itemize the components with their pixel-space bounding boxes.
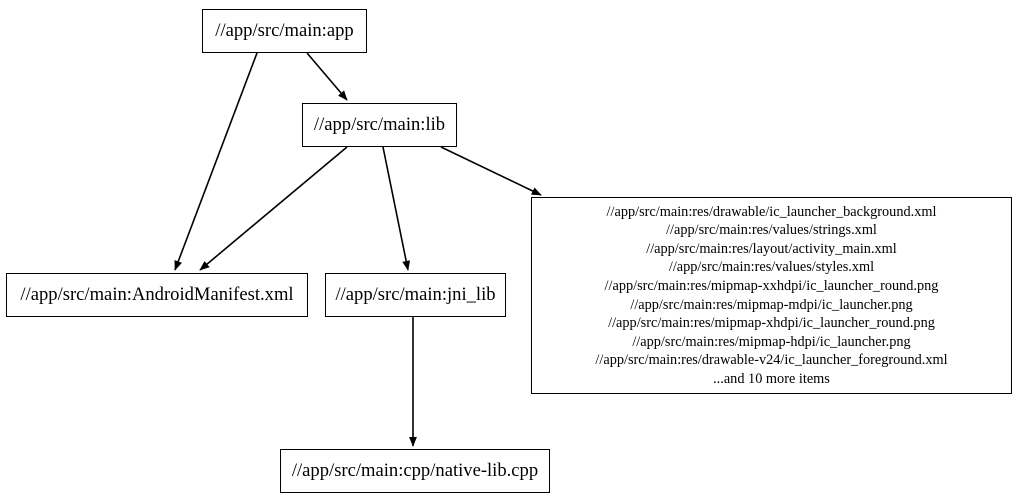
graph-node-android-manifest-label: //app/src/main:AndroidManifest.xml — [20, 283, 294, 305]
graph-node-lib[interactable]: //app/src/main:lib — [302, 103, 457, 147]
graph-node-android-manifest[interactable]: //app/src/main:AndroidManifest.xml — [6, 273, 308, 317]
graph-node-resources[interactable]: //app/src/main:res/drawable/ic_launcher_… — [531, 197, 1012, 394]
graph-node-native-lib-cpp-label: //app/src/main:cpp/native-lib.cpp — [291, 459, 539, 481]
graph-node-app-label: //app/src/main:app — [215, 19, 354, 41]
graph-node-app[interactable]: //app/src/main:app — [202, 9, 367, 53]
graph-node-jni-lib-label: //app/src/main:jni_lib — [335, 283, 496, 305]
graph-node-lib-label: //app/src/main:lib — [313, 113, 446, 135]
graph-node-resources-label: //app/src/main:res/drawable/ic_launcher_… — [595, 203, 948, 387]
edge-lib-to-jni-lib — [382, 146, 411, 271]
graph-node-jni-lib[interactable]: //app/src/main:jni_lib — [325, 273, 506, 317]
graph-node-native-lib-cpp[interactable]: //app/src/main:cpp/native-lib.cpp — [280, 449, 550, 493]
edge-lib-to-manifest — [199, 146, 348, 271]
edge-app-to-manifest — [174, 52, 258, 271]
edge-app-to-lib — [306, 52, 348, 101]
edge-lib-to-resources — [440, 146, 542, 196]
